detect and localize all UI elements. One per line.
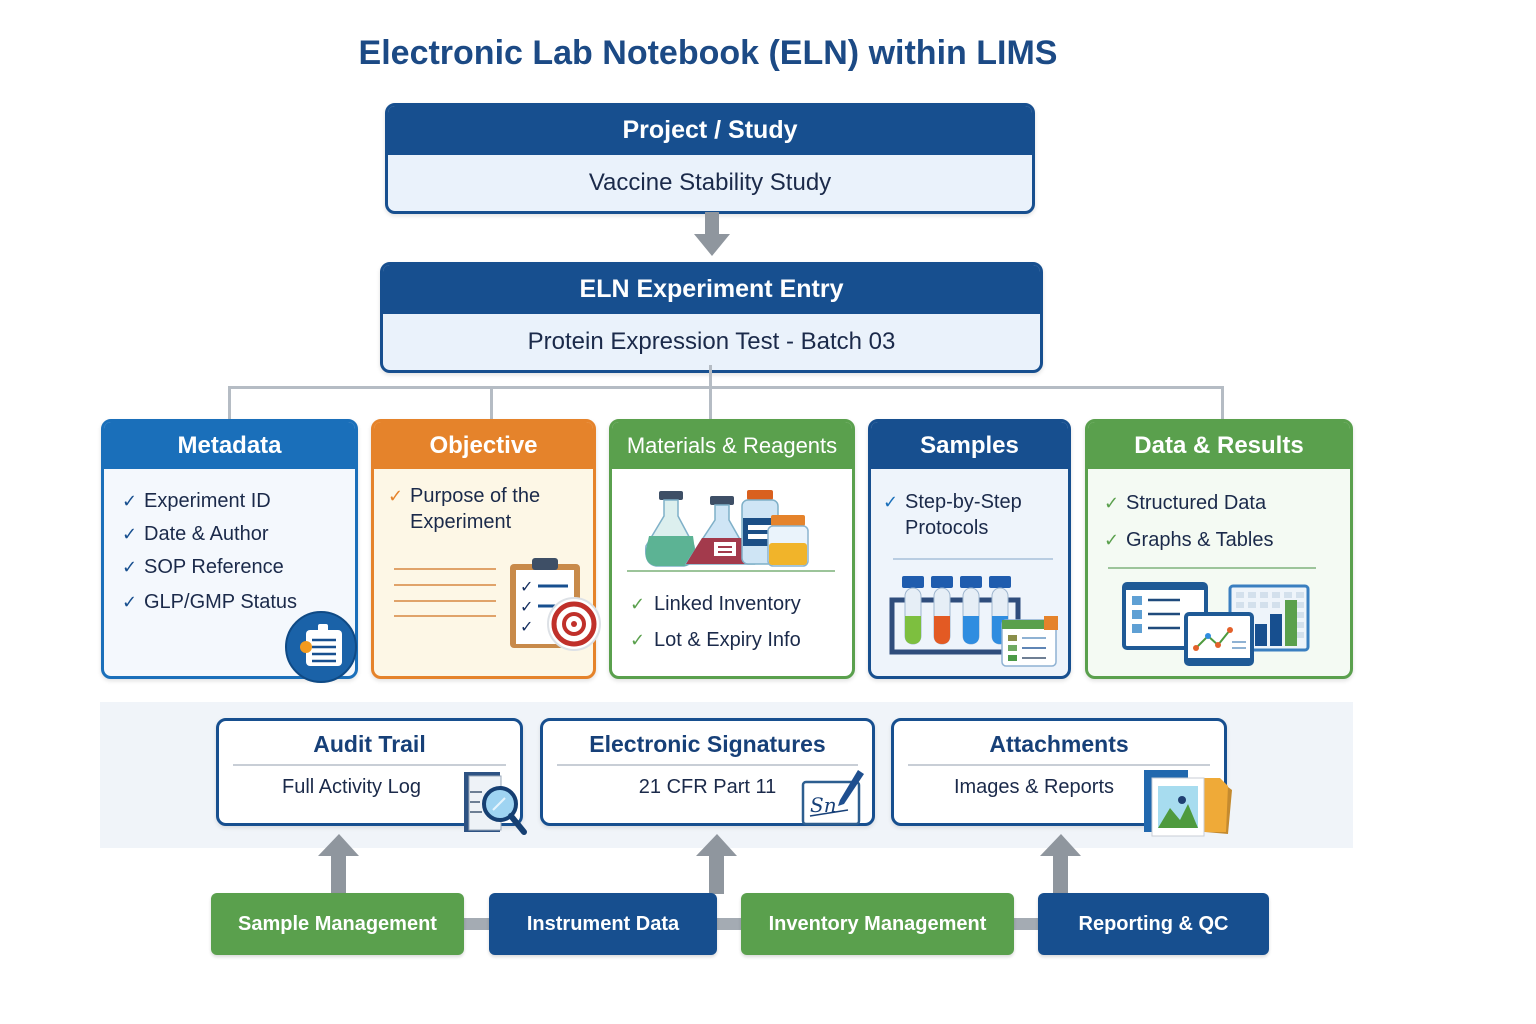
- svg-text:✓: ✓: [520, 617, 533, 636]
- connector-data-results: [1221, 386, 1224, 420]
- check-icon: ✓: [1104, 530, 1120, 550]
- list-item: ✓SOP Reference: [122, 551, 355, 584]
- check-icon: ✓: [1104, 493, 1120, 513]
- divider: [557, 764, 858, 766]
- check-icon: ✓: [122, 524, 138, 544]
- section-title: Materials & Reagents: [612, 422, 852, 469]
- project-study-header: Project / Study: [388, 106, 1032, 155]
- compliance-subtitle: Full Activity Log: [282, 776, 421, 798]
- section-title: Metadata: [104, 422, 355, 469]
- svg-text:✓: ✓: [520, 577, 533, 596]
- list-item: ✓Graphs & Tables: [1104, 522, 1350, 559]
- image-folder-icon: [1144, 770, 1232, 837]
- list-item: ✓Structured Data: [1104, 485, 1350, 522]
- section-title: Samples: [871, 422, 1068, 469]
- experiment-entry-box: ELN Experiment Entry Protein Expression …: [380, 262, 1043, 373]
- check-icon: ✓: [122, 491, 138, 511]
- module-sample-management: Sample Management: [211, 893, 464, 955]
- experiment-entry-header: ELN Experiment Entry: [383, 265, 1040, 314]
- charts-dashboard-icon: [1122, 582, 1310, 666]
- divider: [893, 558, 1053, 560]
- connector-metadata: [228, 386, 231, 420]
- arrow-up-icon: [1040, 834, 1081, 894]
- compliance-subtitle: 21 CFR Part 11: [638, 776, 777, 798]
- check-icon: ✓: [883, 492, 899, 512]
- list-item: ✓Lot & Expiry Info: [630, 622, 801, 658]
- list-item: ✓Experiment ID: [122, 485, 355, 518]
- divider: [1108, 567, 1316, 569]
- document-magnifier-icon: [464, 772, 527, 835]
- module-reporting-qc: Reporting & QC: [1038, 893, 1269, 955]
- connector-objective: [490, 386, 493, 420]
- project-study-value: Vaccine Stability Study: [588, 169, 832, 196]
- connector-trunk: [709, 365, 712, 420]
- connector-bus: [228, 386, 1224, 389]
- diagram-title: Electronic Lab Notebook (ELN) within LIM…: [358, 34, 1058, 72]
- experiment-entry-value: Protein Expression Test - Batch 03: [527, 328, 896, 355]
- materials-list: ✓Linked Inventory ✓Lot & Expiry Info: [630, 586, 801, 658]
- section-card-objective: Objective ✓Purpose of the Experiment: [371, 419, 596, 679]
- list-item: ✓GLP/GMP Status: [122, 586, 355, 619]
- compliance-box-audit-trail: Audit Trail Full Activity Log: [216, 718, 523, 826]
- check-icon: ✓: [122, 557, 138, 577]
- test-tube-rack-icon: [889, 576, 1058, 667]
- project-study-box: Project / Study Vaccine Stability Study: [385, 103, 1035, 214]
- compliance-title: Audit Trail: [313, 731, 426, 757]
- check-icon: ✓: [388, 486, 404, 506]
- document-badge-icon: [285, 611, 357, 683]
- module-connector: [1012, 918, 1042, 930]
- list-item: ✓Date & Author: [122, 518, 355, 551]
- arrow-down-icon: [694, 212, 730, 256]
- section-title: Data & Results: [1088, 422, 1350, 469]
- svg-text:✓: ✓: [520, 597, 533, 616]
- signature-pen-icon: Sn: [801, 770, 864, 826]
- reagent-bottles-icon: [644, 490, 809, 567]
- divider: [627, 570, 835, 572]
- check-icon: ✓: [122, 592, 138, 612]
- arrow-up-icon: [696, 834, 737, 894]
- check-icon: ✓: [630, 594, 646, 614]
- section-title: Objective: [374, 422, 593, 469]
- divider: [233, 764, 506, 766]
- module-instrument-data: Instrument Data: [489, 893, 717, 955]
- module-connector: [715, 918, 745, 930]
- divider: [908, 764, 1210, 766]
- compliance-title: Electronic Signatures: [589, 731, 826, 757]
- list-item: ✓Purpose of the Experiment: [388, 485, 541, 533]
- compliance-subtitle: Images & Reports: [953, 776, 1115, 798]
- clipboard-target-icon: ✓ ✓ ✓: [394, 558, 601, 651]
- module-inventory-management: Inventory Management: [741, 893, 1014, 955]
- module-connector: [462, 918, 492, 930]
- compliance-title: Attachments: [989, 731, 1129, 757]
- arrow-up-icon: [318, 834, 359, 894]
- list-item: ✓Step-by-Step Protocols: [883, 491, 1022, 539]
- check-icon: ✓: [630, 630, 646, 650]
- section-card-metadata: Metadata ✓Experiment ID ✓Date & Author ✓…: [101, 419, 358, 679]
- list-item: ✓Linked Inventory: [630, 586, 801, 622]
